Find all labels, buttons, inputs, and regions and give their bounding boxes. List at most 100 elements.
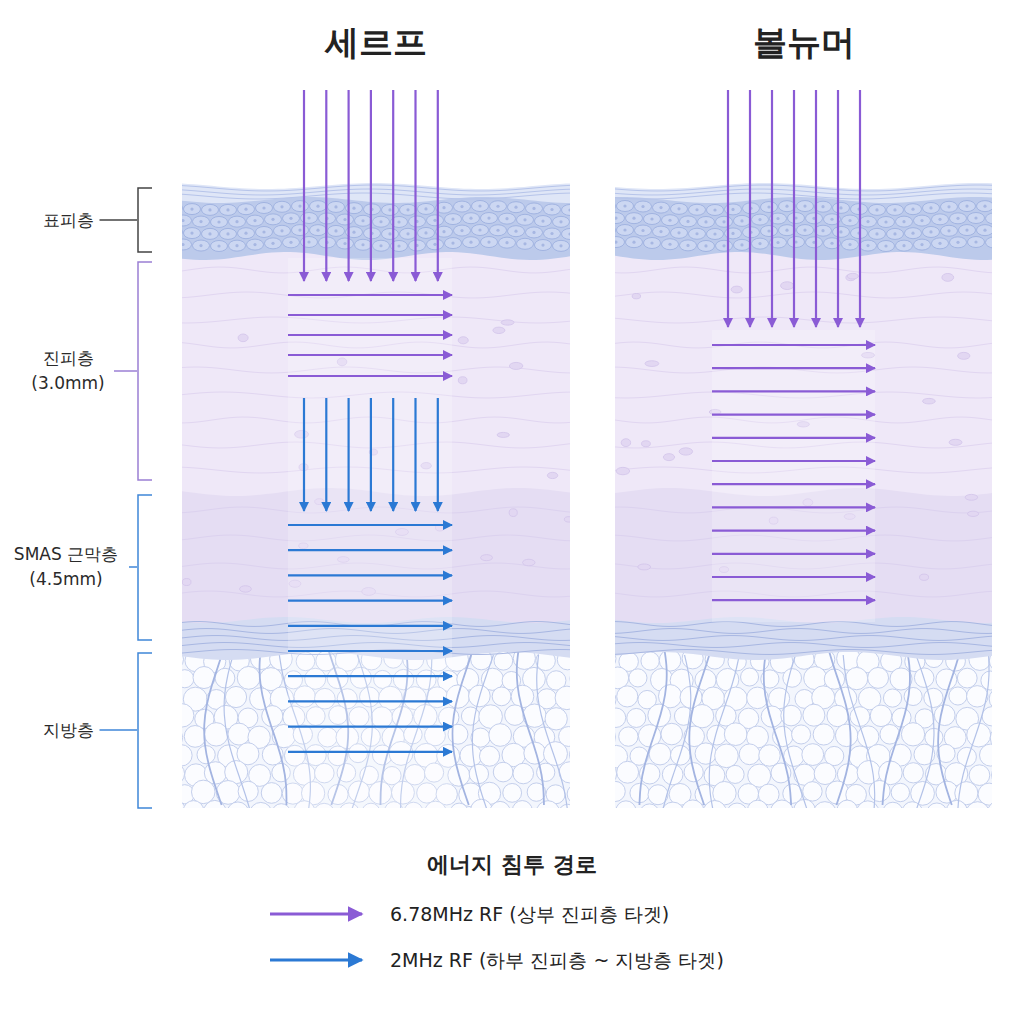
fat-cell [512, 801, 532, 808]
cell-nucleus [965, 204, 968, 207]
epidermis-cell [472, 225, 489, 236]
epidermis-cell [653, 202, 670, 213]
fat-cell [503, 783, 522, 802]
fat-cell [814, 763, 836, 785]
fat-cell [924, 688, 943, 707]
cell-nucleus [523, 242, 526, 245]
cell-nucleus [316, 205, 319, 208]
epidermis-cell [418, 203, 435, 214]
layer-bracket [138, 653, 152, 808]
dermis-cell [547, 472, 557, 478]
label-leaders [100, 220, 138, 730]
dermis-cell [616, 467, 630, 474]
epidermis-cell [373, 216, 390, 227]
fat-cell [883, 802, 903, 808]
cell-nucleus [334, 229, 337, 232]
skin-panel: 세르프 [182, 20, 570, 809]
epidermis-cell [535, 216, 552, 227]
energy-arrow [712, 483, 875, 485]
dermis-fiber [615, 267, 992, 273]
corneum-line [182, 193, 570, 199]
fat-cell [949, 687, 967, 705]
epidermis-cell [490, 201, 507, 212]
corneum-line [182, 185, 570, 191]
layer-bracket [138, 262, 152, 480]
dermis-cell [182, 579, 191, 586]
epidermis-cell [950, 237, 967, 248]
fat-septum [452, 645, 474, 805]
cell-nucleus [776, 241, 779, 244]
fat-cell [813, 724, 834, 745]
epidermis-cell [752, 238, 769, 249]
cell-nucleus [668, 243, 671, 246]
dermis-fiber [615, 317, 992, 323]
cell-nucleus [199, 220, 202, 223]
fat-cell [726, 765, 744, 783]
epidermis-cell [193, 216, 210, 227]
energy-arrow [437, 90, 439, 281]
cell-nucleus [244, 208, 247, 211]
cell-nucleus [848, 243, 851, 246]
skin-panel [182, 183, 570, 808]
cell-nucleus [271, 242, 274, 245]
epidermis-cell [968, 237, 985, 248]
epidermis-cell [328, 225, 345, 236]
epidermis-cell [662, 215, 679, 226]
cell-nucleus [307, 216, 310, 219]
dermis-cell [731, 286, 742, 293]
epidermis-cell [499, 237, 516, 248]
fat-cell [615, 708, 626, 727]
energy-arrow [712, 367, 875, 369]
fat-cell [493, 762, 513, 782]
cell-nucleus [352, 231, 355, 234]
cell-nucleus [615, 216, 618, 219]
dermis-cell [458, 337, 468, 344]
epidermis-cell [427, 239, 444, 250]
cell-nucleus [478, 204, 481, 207]
legend-label: 6.78MHz RF (상부 진피층 타겟) [390, 902, 669, 927]
fat-septum [914, 655, 934, 808]
fat-cell [272, 804, 291, 808]
fat-cell [471, 728, 490, 747]
dermis-cell [621, 439, 631, 447]
epidermis-cell [310, 225, 327, 236]
fat-cell [869, 780, 890, 801]
fat-septum [662, 655, 691, 808]
energy-arrow [288, 524, 452, 526]
cell-nucleus [469, 217, 472, 220]
cell-nucleus [226, 232, 229, 235]
fat-cell [681, 800, 703, 808]
cell-nucleus [217, 244, 220, 247]
dermis-cell [564, 517, 570, 522]
fat-cell [690, 705, 713, 728]
cell-nucleus [821, 229, 824, 232]
fascia-fiber [615, 629, 992, 634]
fat-cell [569, 746, 570, 764]
cell-nucleus [235, 220, 238, 223]
cell-nucleus [514, 230, 517, 233]
epidermis-cell [615, 237, 625, 248]
epidermis-cell [833, 202, 850, 213]
cell-nucleus [532, 207, 535, 210]
cell-nucleus [668, 219, 671, 222]
cell-nucleus [244, 232, 247, 235]
fat-septum [517, 645, 544, 805]
fat-cell [490, 801, 510, 808]
cell-nucleus [379, 244, 382, 247]
fat-cell [803, 782, 822, 801]
energy-arrow [712, 553, 875, 555]
cell-nucleus [893, 208, 896, 211]
fat-cell [619, 727, 638, 746]
energy-arrow [712, 460, 875, 462]
epidermis-cell [617, 225, 634, 236]
epidermis-cell [707, 228, 724, 239]
fat-cell [883, 689, 901, 707]
energy-arrow [288, 574, 452, 576]
epidermis-cell [238, 228, 255, 239]
fat-cell [988, 801, 992, 808]
epidermis-cell [355, 215, 372, 226]
label-leader [100, 729, 138, 731]
epidermis-cell [517, 238, 534, 249]
legend-swatch [270, 959, 362, 962]
fat-cell [272, 763, 291, 782]
